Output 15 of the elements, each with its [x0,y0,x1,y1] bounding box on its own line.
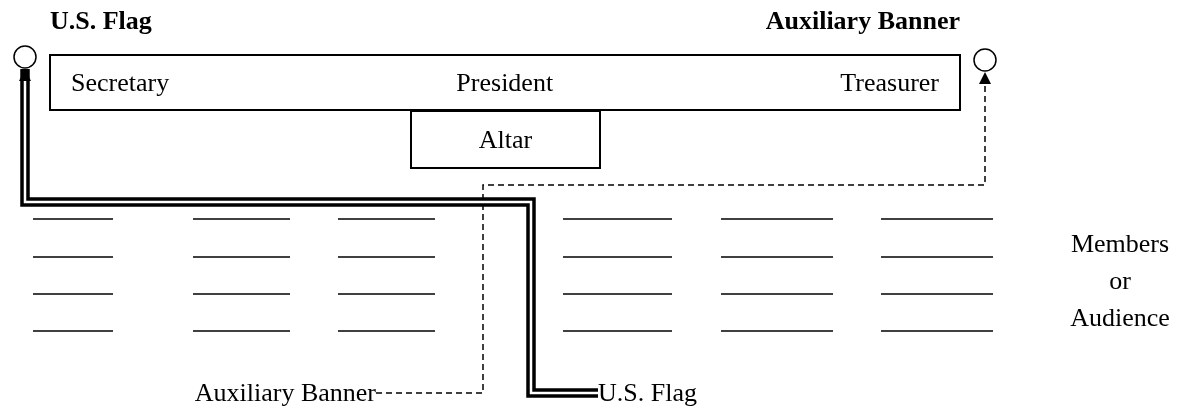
officer-label: President [456,69,554,96]
altar-box [410,110,601,169]
flag-heading: U.S. Flag [50,8,152,34]
flag-stand-circle [973,48,997,72]
arrow [375,71,991,394]
officer-label: Altar [478,126,533,153]
flag-position-label: U.S. Flag [598,377,728,406]
officer-label: Secretary [71,69,170,96]
arrow [19,67,600,398]
officer-label: Treasurer [840,69,939,96]
flag-stand-circle [13,45,37,69]
flag-heading: Auxiliary Banner [765,8,960,34]
flag-position-label: Auxiliary Banner [146,377,376,406]
audience-label: Members or Audience [1069,228,1171,334]
head-table-box [49,54,961,111]
